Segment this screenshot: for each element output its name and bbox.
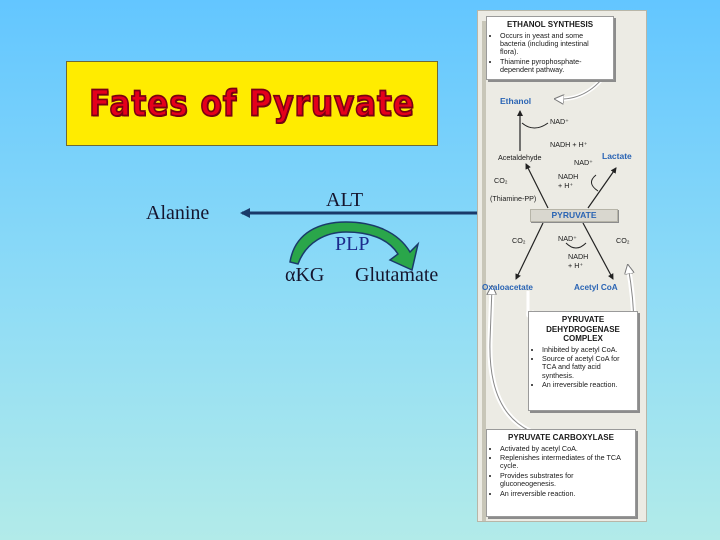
oxaloacetate-label: Oxaloacetate — [482, 283, 533, 292]
lactate-label: Lactate — [602, 151, 632, 161]
co2-3: CO₂ — [616, 236, 630, 245]
pdh-box-item: Inhibited by acetyl CoA. — [542, 345, 633, 354]
nadh-1: NADH + H⁺ — [550, 140, 588, 149]
pdh-box-item: An irreversible reaction. — [542, 380, 633, 389]
h-plus-2: + H⁺ — [568, 261, 584, 270]
nadh-2: NADH — [558, 172, 579, 181]
nad-plus-1: NAD⁺ — [550, 117, 569, 126]
pdh-box-header: PYRUVATE DEHYDROGENASE COMPLEX — [546, 315, 620, 343]
pyruvate-carboxylase-box: PYRUVATE CARBOXYLASE Activated by acetyl… — [486, 429, 636, 517]
pc-box-item: An irreversible reaction. — [500, 489, 631, 498]
akg-label: αKG — [285, 264, 325, 286]
title-box: Fates of Pyruvate — [66, 61, 438, 146]
alt-label: ALT — [326, 189, 364, 211]
curved-green-arrow — [289, 221, 420, 272]
pc-box-header: PYRUVATE CARBOXYLASE — [508, 433, 614, 442]
pyruvate-bar: PYRUVATE — [530, 209, 618, 222]
pc-box-item: Provides substrates for gluconeogenesis. — [500, 471, 631, 489]
nad-plus-3: NAD⁺ — [558, 234, 577, 243]
plp-label: PLP — [335, 233, 370, 255]
acetaldehyde-label: Acetaldehyde — [498, 153, 542, 162]
pyruvate-fates-figure: ETHANOL SYNTHESIS Occurs in yeast and so… — [477, 10, 647, 522]
panel-edge-strip — [482, 21, 486, 521]
co2-2: CO₂ — [512, 236, 526, 245]
ethanol-box-item: Thiamine pyrophosphate-dependent pathway… — [500, 57, 609, 75]
ethanol-label: Ethanol — [500, 96, 532, 106]
acetyl-coa-label: Acetyl CoA — [574, 283, 618, 292]
pc-box-item: Activated by acetyl CoA. — [500, 444, 631, 453]
thiamine-label: (Thiamine-PP) — [490, 194, 537, 203]
alanine-label: Alanine — [146, 202, 210, 224]
nad-plus-2: NAD⁺ — [574, 158, 593, 167]
ethanol-synthesis-box: ETHANOL SYNTHESIS Occurs in yeast and so… — [486, 16, 614, 80]
pdh-box-item: Source of acetyl CoA for TCA and fatty a… — [542, 354, 633, 380]
slide-title: Fates of Pyruvate — [88, 82, 415, 125]
glutamate-label: Glutamate — [355, 264, 439, 286]
ethanol-box-item: Occurs in yeast and some bacteria (inclu… — [500, 31, 609, 57]
nadh-3: NADH — [568, 252, 589, 261]
pdh-complex-box: PYRUVATE DEHYDROGENASE COMPLEX Inhibited… — [528, 311, 638, 411]
co2-1: CO₂ — [494, 176, 508, 185]
h-plus-1: + H⁺ — [558, 181, 574, 190]
pc-box-item: Replenishes intermediates of the TCA cyc… — [500, 453, 631, 471]
ethanol-box-header: ETHANOL SYNTHESIS — [506, 20, 594, 29]
